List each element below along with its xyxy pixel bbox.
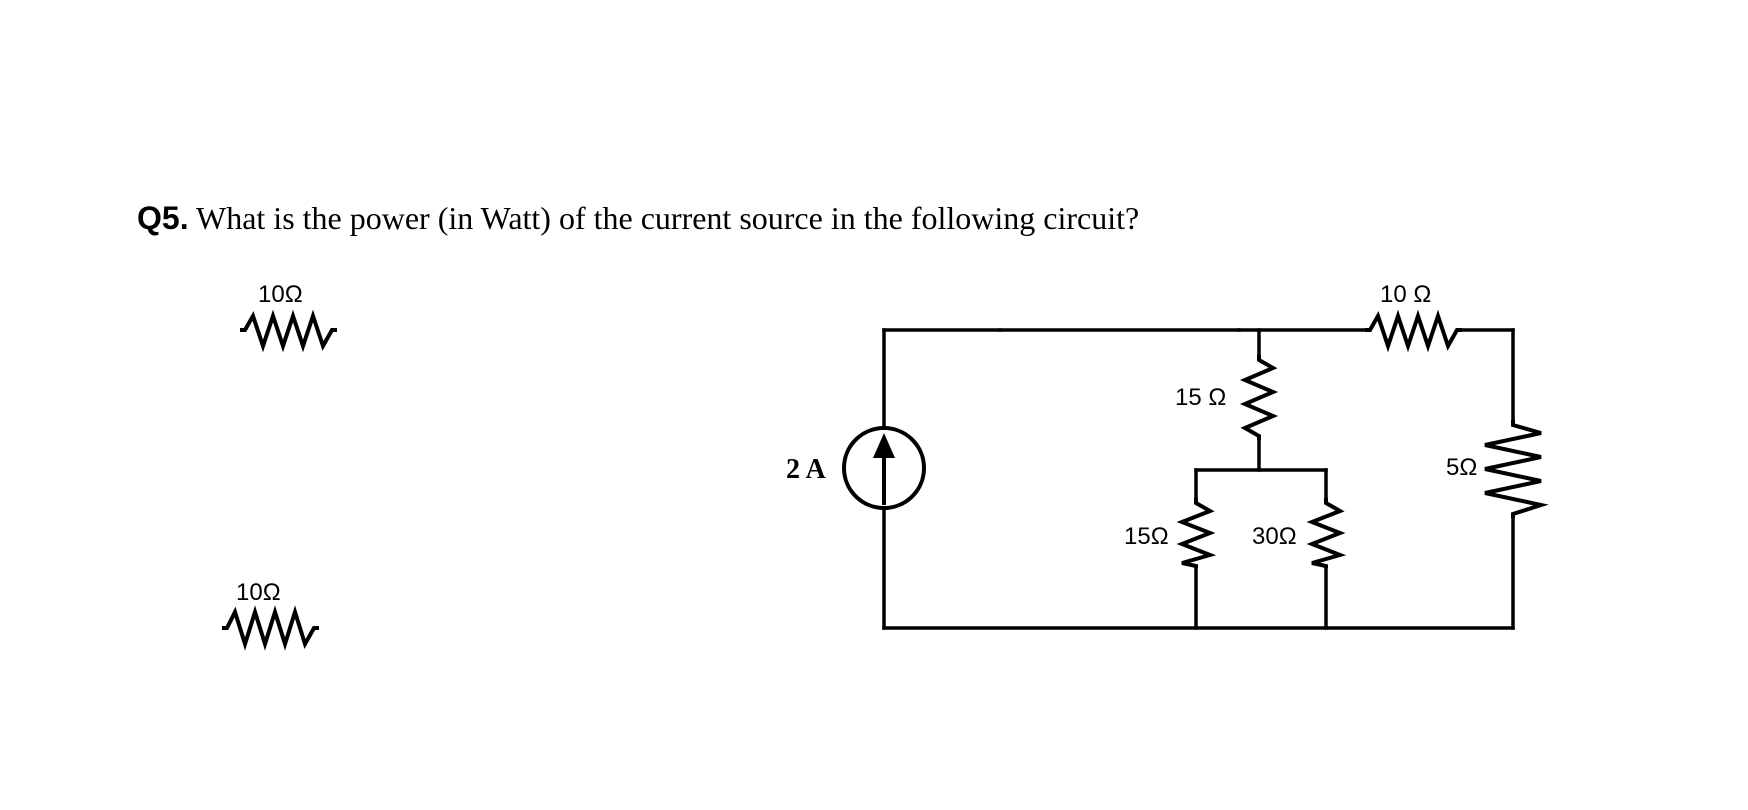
resistor-top-right-label: 10 Ω [1380,281,1431,308]
resistor-right-vertical-shape [1484,420,1549,518]
question-text: Q5. What is the power (in Watt) of the c… [137,202,1139,234]
resistor-lower-right-label: 30Ω [1252,523,1297,550]
resistor-lower-left-label: 15Ω [1124,523,1169,550]
current-source [842,426,926,510]
question-body: What is the power (in Watt) of the curre… [188,200,1140,236]
wires [882,328,1515,630]
arrow-up-icon [873,433,895,458]
resistor-bottom-left-label: 10Ω [236,579,281,606]
resistor-lower-left-shape [1176,498,1217,568]
resistor-middle-vertical-label: 15 Ω [1175,384,1226,411]
resistor-lower-right-shape [1306,498,1347,568]
question-number: Q5. [137,200,189,236]
resistor-top-left-shape [240,309,337,353]
resistor-middle-vertical-shape [1239,355,1279,440]
resistor-top-left-label: 10Ω [258,281,303,308]
current-source-label: 2 A [786,454,826,485]
resistor-top-right-shape [1365,309,1462,353]
resistor-bottom-left-shape [222,605,319,651]
resistor-right-vertical-label: 5Ω [1446,454,1477,481]
